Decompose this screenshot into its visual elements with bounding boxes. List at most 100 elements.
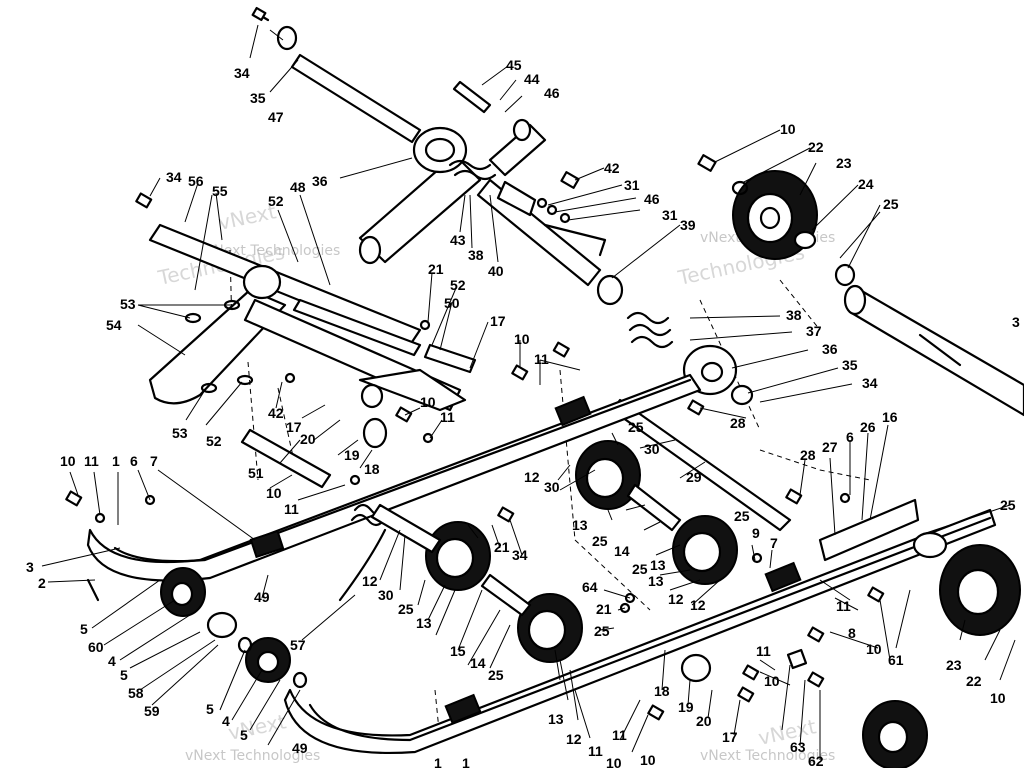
- nut-11-mid: [349, 474, 361, 486]
- watermark-text: vNext Technologies: [205, 243, 340, 259]
- axle-14: [626, 483, 682, 532]
- wheel-4-rear-hub: [256, 650, 280, 674]
- callout-label: 52: [450, 277, 466, 293]
- callout-label: 13: [548, 711, 564, 727]
- callout-label: 64: [582, 579, 598, 595]
- bolt-10-left: [65, 490, 83, 507]
- callout-label: 6: [130, 453, 138, 469]
- axle-end: [843, 284, 867, 316]
- callout-label: 6: [846, 429, 854, 445]
- callout-label: 52: [268, 193, 284, 209]
- callout-label: 31: [624, 177, 640, 193]
- callout-label: 14: [614, 543, 630, 559]
- callout-label: 1: [462, 755, 470, 768]
- callout-label: 10: [266, 485, 282, 501]
- callout-label: 10: [764, 673, 780, 689]
- callout-label: 12: [566, 731, 582, 747]
- callout-label: 44: [524, 71, 540, 87]
- callout-label: 25: [1000, 497, 1016, 513]
- callout-label: 53: [120, 296, 136, 312]
- callout-label: 8: [848, 625, 856, 641]
- callout-label: 11: [284, 501, 299, 517]
- callout-label: 36: [822, 341, 838, 357]
- wear-pad-7-lower: [444, 693, 482, 725]
- callout-label: 63: [790, 739, 806, 755]
- nut-64: [624, 592, 636, 604]
- axle-line: [918, 333, 962, 367]
- bolt-28-right: [785, 488, 803, 505]
- bushing-52: [242, 264, 282, 300]
- washer-5b: [292, 671, 308, 689]
- callout-label: 25: [594, 623, 610, 639]
- callout-label: 5: [206, 701, 214, 717]
- bolt-34-center: [497, 506, 515, 523]
- link-bracket: [358, 368, 467, 412]
- callout-label: 53: [172, 425, 188, 441]
- axle-15: [480, 573, 532, 617]
- callout-label: 16: [882, 409, 898, 425]
- callout-label: 38: [468, 247, 484, 263]
- callout-label: 5: [120, 667, 128, 683]
- callout-label: 58: [128, 685, 144, 701]
- rear-wheels: [680, 531, 1021, 768]
- callout-label: 13: [650, 557, 666, 573]
- callout-label: 30: [378, 587, 394, 603]
- spacer-25-rear: [912, 531, 948, 559]
- callout-label: 13: [648, 573, 664, 589]
- block-63: [786, 648, 808, 670]
- nut-11-center: [422, 432, 434, 444]
- callout-label: 19: [678, 699, 694, 715]
- callout-label: 34: [234, 65, 250, 81]
- bolt-34-left: [135, 192, 153, 209]
- callout-label: 61: [888, 652, 904, 668]
- bogie-wheels: [370, 440, 738, 663]
- callout-label: 13: [572, 517, 588, 533]
- washer-22: [731, 180, 749, 196]
- callout-label: 18: [364, 461, 380, 477]
- callout-label: 7: [770, 535, 778, 551]
- pin-45: [452, 80, 492, 114]
- callout-label: 37: [806, 323, 822, 339]
- callout-label: 20: [300, 431, 316, 447]
- callout-label: 45: [506, 57, 522, 73]
- callout-label: 46: [644, 191, 660, 207]
- nut-6-left: [144, 494, 156, 506]
- callout-label: 10: [514, 331, 530, 347]
- pin-2: [86, 578, 100, 602]
- slide-rails: [86, 373, 997, 754]
- callout-label: 22: [966, 673, 982, 689]
- callout-label: 35: [842, 357, 858, 373]
- callout-label: 28: [800, 447, 816, 463]
- axle-30: [370, 503, 442, 554]
- bolt-10-right2: [867, 586, 885, 603]
- callout-label: 21: [428, 261, 444, 277]
- callout-label: 10: [990, 690, 1006, 706]
- callout-label: 11: [440, 409, 455, 425]
- shaft-40: [476, 178, 602, 287]
- callout-label: 34: [166, 169, 182, 185]
- shaft-47: [290, 53, 422, 144]
- callout-label: 11: [612, 727, 627, 743]
- bolt-10-mid: [511, 364, 529, 381]
- wear-pad-7-right: [764, 561, 802, 593]
- nut-11-left: [94, 512, 106, 524]
- callout-label: 50: [444, 295, 460, 311]
- bolt-10-mid2: [552, 341, 570, 358]
- rail-left-line: [113, 378, 692, 563]
- bushing-39: [596, 274, 624, 306]
- callout-label: 7: [150, 453, 158, 469]
- callout-label: 2: [38, 575, 46, 591]
- wheel-13-a-hub: [585, 457, 625, 499]
- callout-label: 12: [668, 591, 684, 607]
- callout-label: 27: [822, 439, 838, 455]
- callout-label: 56: [188, 173, 204, 189]
- bracket-40: [496, 180, 537, 217]
- callout-label: 20: [696, 713, 712, 729]
- callout-label: 30: [544, 479, 560, 495]
- callout-label: 17: [490, 313, 506, 329]
- rear-axle: [843, 284, 1024, 417]
- callout-label: 25: [632, 561, 648, 577]
- bolt-10-lower: [647, 704, 665, 721]
- wheel-bearing: [759, 206, 781, 230]
